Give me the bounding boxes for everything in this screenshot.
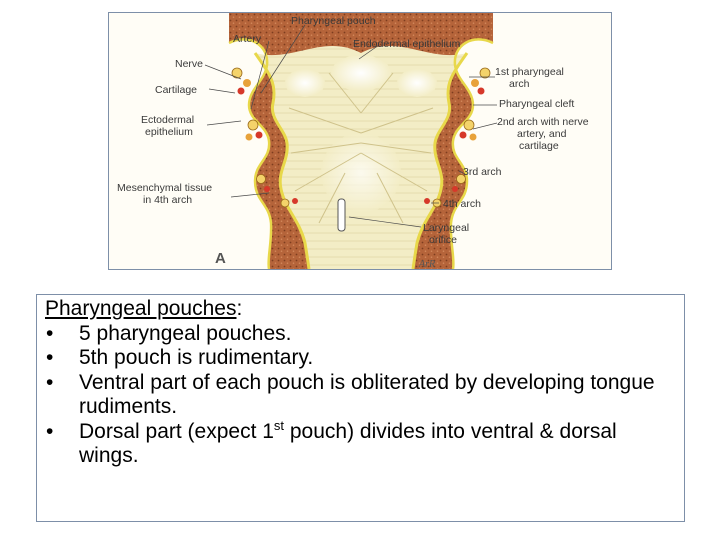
label-third-arch: 3rd arch — [463, 166, 502, 178]
diagram-drawing: Pharyngeal pouch Artery Endodermal epith… — [117, 13, 589, 269]
laryngeal-orifice — [337, 198, 346, 232]
label-ectodermal-1: Ectodermal — [141, 114, 194, 126]
bullet-text-part: Dorsal part (expect 1 — [79, 419, 274, 443]
label-laryngeal-1: Laryngeal — [423, 222, 469, 234]
tissue-folds — [288, 72, 434, 224]
notes-textbox: Pharyngeal pouches: 5 pharyngeal pouches… — [36, 294, 685, 522]
ectoderm-left — [228, 38, 273, 269]
notes-heading: Pharyngeal pouches — [45, 297, 237, 320]
bullet-text-part: pouch) divides into ventral & dorsal win… — [79, 419, 617, 468]
notes-heading-colon: : — [236, 297, 243, 320]
artist-signature: ArR — [418, 259, 435, 269]
label-second-arch-3: cartilage — [519, 140, 559, 152]
leader-lines — [204, 24, 498, 228]
label-fourth-arch: 4th arch — [443, 198, 481, 210]
bullet-superscript: st — [273, 417, 285, 433]
label-laryngeal-2: orifice — [429, 234, 457, 246]
label-ectodermal-2: epithelium — [145, 126, 193, 138]
panel-letter: A — [215, 250, 226, 267]
label-artery: Artery — [233, 33, 262, 45]
bullet-item: 5th pouch is rudimentary. — [45, 346, 674, 371]
label-mesenchymal-2: in 4th arch — [143, 194, 192, 206]
label-first-arch-1: 1st pharyngeal — [495, 66, 564, 78]
endoderm-left — [253, 52, 311, 269]
label-cartilage: Cartilage — [155, 84, 197, 96]
bullet-item: Ventral part of each pouch is obliterate… — [45, 371, 674, 420]
bullet-item: Dorsal part (expect 1st pouch) divides i… — [45, 417, 674, 469]
arch-components — [231, 67, 491, 208]
pharyngeal-arch-diagram: Pharyngeal pouch Artery Endodermal epith… — [108, 12, 612, 270]
endoderm-right — [411, 52, 469, 269]
notes-bullet-list: 5 pharyngeal pouches. 5th pouch is rudim… — [45, 322, 674, 469]
label-first-arch-2: arch — [509, 78, 530, 90]
label-pharyngeal-cleft: Pharyngeal cleft — [499, 98, 574, 110]
label-second-arch-1: 2nd arch with nerve — [497, 116, 589, 128]
label-mesenchymal-1: Mesenchymal tissue — [117, 182, 212, 194]
label-endodermal-epithelium: Endodermal epithelium — [353, 38, 461, 50]
bullet-item: 5 pharyngeal pouches. — [45, 322, 674, 347]
label-second-arch-2: artery, and — [517, 128, 567, 140]
label-pharyngeal-pouch: Pharyngeal pouch — [291, 15, 376, 27]
ectoderm-right — [449, 38, 494, 269]
notes-heading-line: Pharyngeal pouches: — [45, 297, 674, 322]
label-nerve: Nerve — [175, 58, 203, 70]
